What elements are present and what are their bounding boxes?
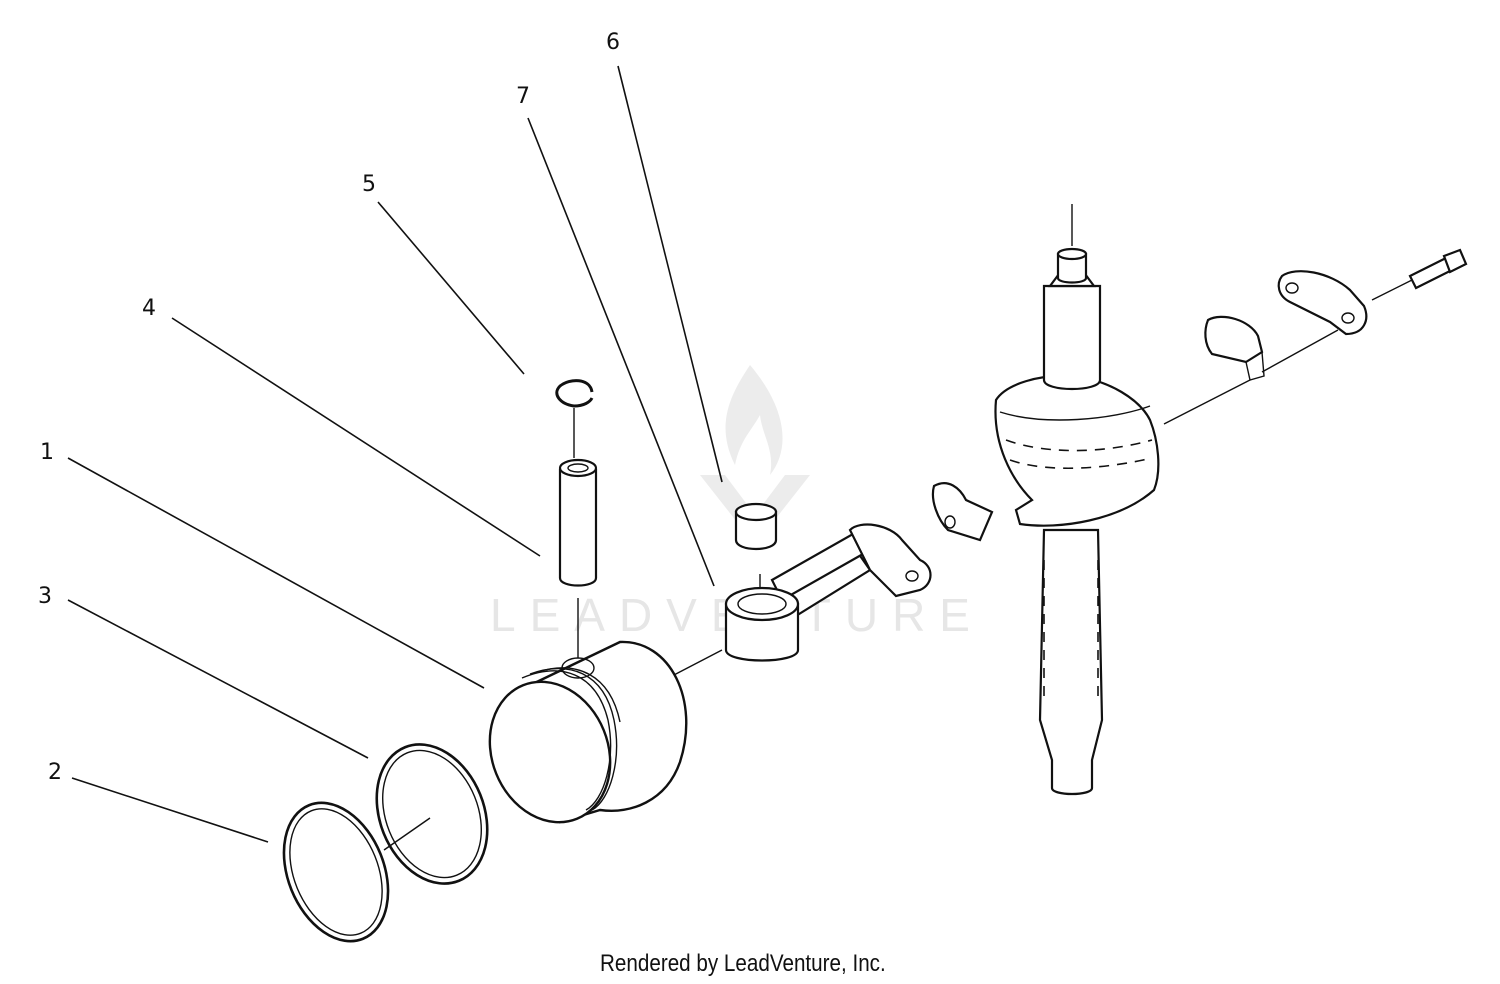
leader-lines [67, 65, 723, 843]
piston[interactable] [469, 640, 688, 841]
crankshaft[interactable] [994, 247, 1160, 796]
retainer-clip[interactable] [555, 379, 594, 408]
wrist-pin-bore [561, 657, 595, 679]
leader-line-4 [171, 317, 541, 557]
leader-line-2 [71, 777, 269, 843]
leader-line-5 [377, 201, 525, 375]
rod-cap[interactable] [1277, 270, 1368, 336]
leader-line-1 [67, 457, 485, 689]
ring-axis-line [383, 817, 431, 851]
piston-ring-2[interactable] [265, 787, 408, 956]
connecting-rod[interactable] [724, 523, 932, 662]
callout-6: 6 [606, 30, 620, 55]
bushing[interactable] [734, 502, 778, 551]
leader-line-7 [527, 117, 715, 587]
leader-line-6 [617, 65, 723, 483]
flame-v-logo-icon [700, 365, 810, 545]
bearing-half-rod[interactable] [931, 482, 994, 542]
callout-3: 3 [38, 584, 52, 609]
axis-line [671, 649, 723, 677]
cap-axis-line-2 [1261, 329, 1339, 373]
callout-1: 1 [40, 440, 54, 465]
callout-4: 4 [142, 296, 156, 321]
render-credit: Rendered by LeadVenture, Inc. [600, 950, 886, 977]
callout-7: 7 [516, 84, 530, 109]
wrist-pin[interactable] [558, 458, 598, 587]
piston-ring-3[interactable] [357, 728, 507, 900]
cap-axis-line [1163, 379, 1251, 425]
leader-line-3 [67, 599, 369, 759]
callout-5: 5 [362, 172, 376, 197]
bolt-axis-line [1371, 277, 1417, 301]
rod-bolt[interactable] [1408, 248, 1468, 290]
callout-2: 2 [48, 760, 62, 785]
bearing-half-cap[interactable] [1204, 315, 1265, 381]
